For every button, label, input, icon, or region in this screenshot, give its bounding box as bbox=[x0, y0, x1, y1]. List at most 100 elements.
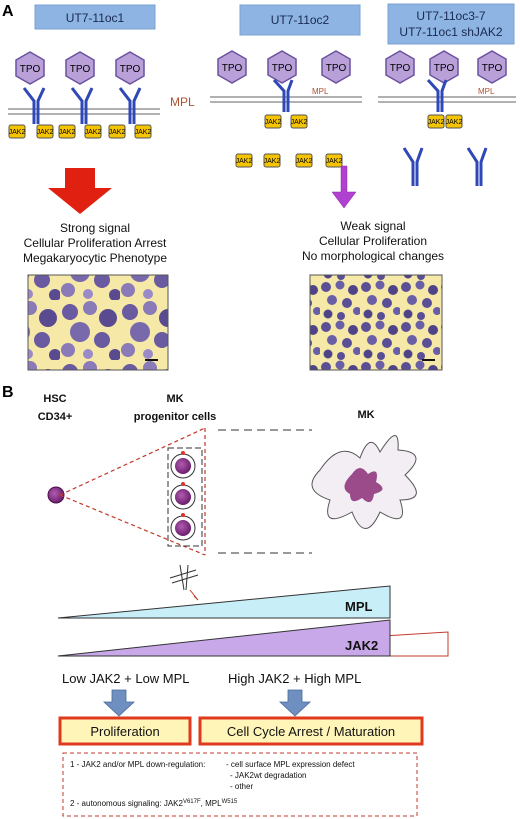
svg-text:JAK2: JAK2 bbox=[236, 158, 253, 165]
stage-labels: HSC CD34+ MK progenitor cells MK bbox=[38, 393, 375, 423]
group2-title-box bbox=[239, 4, 361, 36]
hsc-label: HSC bbox=[43, 393, 66, 405]
arrest-box bbox=[198, 716, 424, 746]
svg-text:JAK2: JAK2 bbox=[9, 129, 26, 136]
svg-text:JAK2: JAK2 bbox=[264, 158, 281, 165]
tpo-hexagon: TPO bbox=[65, 51, 95, 85]
mk-progenitor-label: progenitor cells bbox=[134, 411, 217, 423]
hsc-label: CD34+ bbox=[38, 411, 73, 423]
tpo-hexagon: TPO bbox=[217, 50, 247, 84]
tpo-hexagon: TPO bbox=[429, 50, 459, 84]
jak2-box: JAK2 bbox=[235, 153, 253, 168]
weak-outcome-line: Weak signal bbox=[340, 219, 405, 233]
svg-text:TPO: TPO bbox=[20, 64, 41, 75]
tpo-hexagon: TPO bbox=[267, 50, 297, 84]
svg-text:TPO: TPO bbox=[222, 63, 243, 74]
arrest-label: Cell Cycle Arrest / Maturation bbox=[227, 724, 395, 739]
svg-text:JAK2: JAK2 bbox=[428, 119, 445, 126]
mpl-label: MPL bbox=[170, 95, 195, 109]
weak-signal-arrow bbox=[331, 165, 357, 209]
group3-title-line1: UT7-11oc3-7 bbox=[416, 9, 485, 23]
progenitor-cell bbox=[170, 451, 196, 479]
jak2-box: JAK2 bbox=[295, 153, 313, 168]
mpl-bar bbox=[57, 585, 391, 619]
svg-text:TPO: TPO bbox=[120, 64, 141, 75]
jak2-bar-label: JAK2 bbox=[345, 638, 378, 653]
tpo-hexagon: TPO bbox=[15, 51, 45, 85]
group1-title: UT7-11oc1 bbox=[66, 11, 125, 25]
note-line: 1 - JAK2 and/or MPL down-regulation: bbox=[70, 760, 205, 769]
svg-text:JAK2: JAK2 bbox=[265, 119, 282, 126]
tpo-hexagons: TPO TPO TPO TPO TPO TPO TPO T bbox=[15, 50, 507, 85]
jak2-bar bbox=[57, 619, 391, 657]
strong-outcome-line: Cellular Proliferation Arrest bbox=[24, 236, 167, 250]
micrograph-megakaryocytic bbox=[27, 274, 169, 371]
svg-text:JAK2: JAK2 bbox=[446, 119, 463, 126]
group3-title-box bbox=[387, 3, 515, 45]
low-condition-label: Low JAK2 + Low MPL bbox=[62, 671, 190, 686]
jak2-box: JAK2 bbox=[36, 124, 54, 139]
note-line: - other bbox=[230, 782, 253, 791]
jak2-box: JAK2 bbox=[427, 114, 445, 129]
proliferation-label: Proliferation bbox=[90, 724, 159, 739]
mk-progenitor-label: MK bbox=[166, 393, 183, 405]
hsc-cell bbox=[47, 486, 65, 504]
mpl-label: MPL bbox=[312, 87, 329, 96]
jak2-boxes: JAK2 JAK2 JAK2 JAK2 JAK2 JAK2 JAK2 JAK2 … bbox=[8, 114, 463, 168]
notes-box bbox=[62, 752, 418, 817]
jak2-box: JAK2 bbox=[445, 114, 463, 129]
down-arrow-high bbox=[278, 689, 312, 717]
group1-title-box bbox=[34, 4, 156, 30]
receptor-sketch bbox=[169, 564, 199, 601]
jak2-box: JAK2 bbox=[263, 153, 281, 168]
mpl-receptors bbox=[22, 78, 488, 186]
jak2-box: JAK2 bbox=[58, 124, 76, 139]
svg-text:TPO: TPO bbox=[390, 63, 411, 74]
svg-text:TPO: TPO bbox=[272, 63, 293, 74]
tpo-hexagon: TPO bbox=[385, 50, 415, 84]
note-line: - cell surface MPL expression defect bbox=[226, 760, 355, 769]
panel-a-label: A bbox=[2, 3, 14, 20]
jak2-box: JAK2 bbox=[290, 114, 308, 129]
progenitor-cell bbox=[170, 513, 196, 541]
weak-outcome: Weak signal Cellular Proliferation No mo… bbox=[302, 219, 444, 263]
mpl-bar-label: MPL bbox=[345, 599, 373, 614]
svg-text:TPO: TPO bbox=[482, 63, 503, 74]
jak2-box: JAK2 bbox=[134, 124, 152, 139]
weak-outcome-line: No morphological changes bbox=[302, 249, 444, 263]
group3-title-line2: UT7-11oc1 shJAK2 bbox=[399, 25, 502, 39]
strong-signal-arrow bbox=[48, 168, 112, 214]
high-condition-label: High JAK2 + High MPL bbox=[228, 671, 361, 686]
expansion-cone bbox=[59, 427, 206, 556]
panel-b-label: B bbox=[2, 384, 14, 401]
weak-outcome-line: Cellular Proliferation bbox=[319, 234, 427, 248]
svg-text:JAK2: JAK2 bbox=[291, 119, 308, 126]
progenitor-box bbox=[167, 447, 203, 547]
svg-text:TPO: TPO bbox=[326, 63, 347, 74]
connector-lines bbox=[218, 429, 312, 554]
svg-text:JAK2: JAK2 bbox=[296, 158, 313, 165]
jak2-box: JAK2 bbox=[325, 153, 343, 168]
strong-outcome: Strong signal Cellular Proliferation Arr… bbox=[23, 221, 167, 265]
down-arrow-low bbox=[102, 689, 136, 717]
jak2-box: JAK2 bbox=[264, 114, 282, 129]
tpo-hexagon: TPO bbox=[115, 51, 145, 85]
svg-text:JAK2: JAK2 bbox=[326, 158, 343, 165]
proliferation-box bbox=[58, 716, 192, 746]
jak2-box: JAK2 bbox=[84, 124, 102, 139]
svg-text:JAK2: JAK2 bbox=[85, 129, 102, 136]
progenitor-cell bbox=[170, 482, 196, 510]
svg-text:JAK2: JAK2 bbox=[109, 129, 126, 136]
jak2-box: JAK2 bbox=[8, 124, 26, 139]
svg-text:JAK2: JAK2 bbox=[59, 129, 76, 136]
mk-nucleus bbox=[344, 468, 383, 503]
strong-outcome-line: Megakaryocytic Phenotype bbox=[23, 251, 167, 265]
micrograph-proliferating bbox=[309, 274, 443, 371]
strong-outcome-line: Strong signal bbox=[60, 221, 130, 235]
notes: 1 - JAK2 and/or MPL down-regulation: - c… bbox=[70, 760, 355, 808]
note-line: - JAK2wt degradation bbox=[230, 771, 307, 780]
membranes bbox=[8, 96, 516, 115]
svg-text:JAK2: JAK2 bbox=[135, 129, 152, 136]
jak2-box: JAK2 bbox=[108, 124, 126, 139]
